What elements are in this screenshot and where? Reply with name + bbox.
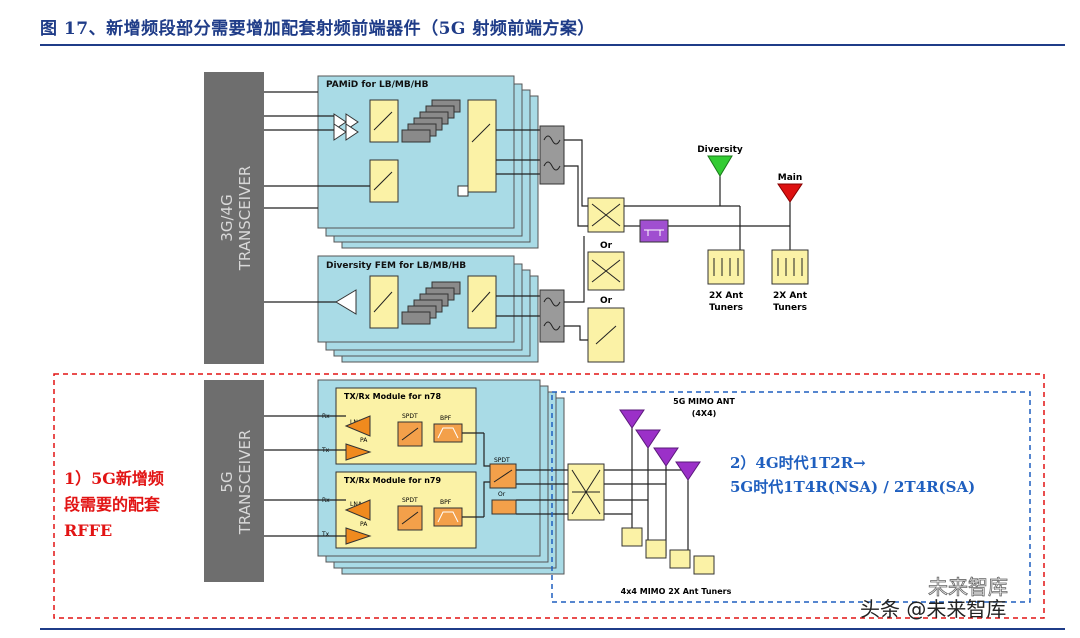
main-antenna-label: Main: [778, 173, 803, 183]
fem-switch-1: [369, 275, 399, 329]
mimo-tuner-2: [645, 539, 667, 559]
transceiver-3g4g-label-1: 3G/4G: [218, 194, 236, 241]
mimo-ant-label-1: 5G MIMO ANT: [673, 397, 735, 406]
bottom-signal-lines: [264, 415, 689, 556]
mimo-ant-label-2: (4X4): [692, 409, 717, 418]
blue-annotation-line-1: 2）4G时代1T2R→: [730, 454, 866, 472]
module-n78-label: TX/Rx Module for n78: [344, 392, 441, 401]
mimo-tuner-3: [669, 549, 691, 569]
tuner-2-label-2: Tuners: [773, 303, 807, 313]
red-annotation-line-1: 1）5G新增频: [64, 469, 164, 488]
bpf-label-n78: BPF: [440, 415, 452, 422]
top-section: 3G/4G TRANSCEIVER PAMiD for LB/MB/HB: [204, 72, 809, 364]
spdt-out-label: SPDT: [494, 457, 510, 464]
transceiver-3g4g-label-2: TRANSCEIVER: [236, 166, 254, 272]
bpf-n79: [433, 507, 463, 527]
tuner-2-label-1: 2X Ant: [773, 291, 808, 301]
module-n79-label: TX/Rx Module for n79: [344, 476, 441, 485]
fem-switch-2: [467, 275, 497, 329]
mimo-tuners: [621, 527, 715, 575]
red-annotation-line-2: 段需要的配套: [64, 495, 161, 514]
fem-filter-stack: [401, 281, 461, 325]
transceiver-5g-label-1: 5G: [218, 471, 236, 492]
diplexer-top: [539, 125, 565, 185]
red-annotation-line-3: RFFE: [64, 521, 112, 540]
mimo-tuners-label: 4x4 MIMO 2X Ant Tuners: [621, 587, 732, 596]
figure-title: 图 17、新增频段部分需要增加配套射频前端器件（5G 射频前端方案）: [40, 19, 595, 39]
tx-label-n79: Tx: [321, 531, 330, 538]
watermark-source: 头条 @未来智库: [860, 597, 1006, 621]
bottom-rule: [40, 628, 1065, 630]
ant-tuner-2: [771, 249, 809, 285]
pamid-module: PAMiD for LB/MB/HB: [317, 75, 539, 249]
or-label-2: Or: [600, 296, 613, 306]
transceiver-5g-label-2: TRANSCEIVER: [236, 430, 254, 536]
lna-label-n79: LNA: [350, 501, 363, 508]
bpf-n78: [433, 423, 463, 443]
mimo-antenna-4: [675, 461, 701, 481]
pamid-switch-out: [467, 99, 497, 193]
red-annotation-box: [53, 373, 1045, 619]
main-antenna: [777, 183, 803, 203]
transceiver-3g4g: [204, 72, 264, 364]
blue-annotation-box: [551, 391, 1031, 603]
top-signal-lines: [264, 91, 540, 317]
mimo-antenna-3: [653, 447, 679, 467]
pa-triangle-3: [333, 123, 347, 141]
bottom-section: 5G TRANSCEIVER TX/Rx Module for n78 LNA …: [53, 373, 1045, 619]
ant-tuner-1: [707, 249, 745, 285]
title-rule: [40, 44, 1065, 46]
mimo-tuner-1: [621, 527, 643, 547]
mimo-antenna-1: [619, 409, 645, 429]
pa-label-n79: PA: [360, 521, 368, 528]
pamid-switch-2: [369, 159, 399, 203]
pamid-switch-1: [369, 99, 399, 143]
spdt-label-n78: SPDT: [402, 413, 418, 420]
diplexer-bottom: [539, 289, 565, 343]
diversity-fem-label: Diversity FEM for LB/MB/HB: [326, 261, 466, 271]
pa-n78: [345, 443, 372, 461]
diversity-antenna-label: Diversity: [697, 145, 743, 155]
or-label-1: Or: [600, 241, 613, 251]
spdt-label-n79: SPDT: [402, 497, 418, 504]
mimo-antenna-2: [635, 429, 661, 449]
diversity-antenna: [707, 155, 733, 177]
pamid-label: PAMiD for LB/MB/HB: [326, 80, 429, 90]
dpdt-alt: [491, 499, 517, 515]
bpf-label-n79: BPF: [440, 499, 452, 506]
mimo-tuner-4: [693, 555, 715, 575]
lna-triangle: [335, 289, 357, 315]
diversity-fem-module: Diversity FEM for LB/MB/HB: [317, 255, 539, 363]
or-label-bottom: Or: [498, 491, 506, 498]
lna-n78: [344, 415, 371, 437]
tuner-1-label-2: Tuners: [709, 303, 743, 313]
pa-triangle-4: [345, 123, 359, 141]
tuner-1-label-1: 2X Ant: [709, 291, 744, 301]
lna-n79: [344, 499, 371, 521]
transceiver-5g: [204, 380, 264, 582]
purple-filter: [639, 219, 669, 243]
pa-label-n78: PA: [360, 437, 368, 444]
watermark-brand: 未来智库: [928, 575, 1008, 599]
top-routing-lines: [564, 139, 791, 341]
blue-annotation-line-2: 5G时代1T4R(NSA) / 2T4R(SA): [730, 478, 975, 496]
pamid-filter-stack: [401, 99, 461, 143]
